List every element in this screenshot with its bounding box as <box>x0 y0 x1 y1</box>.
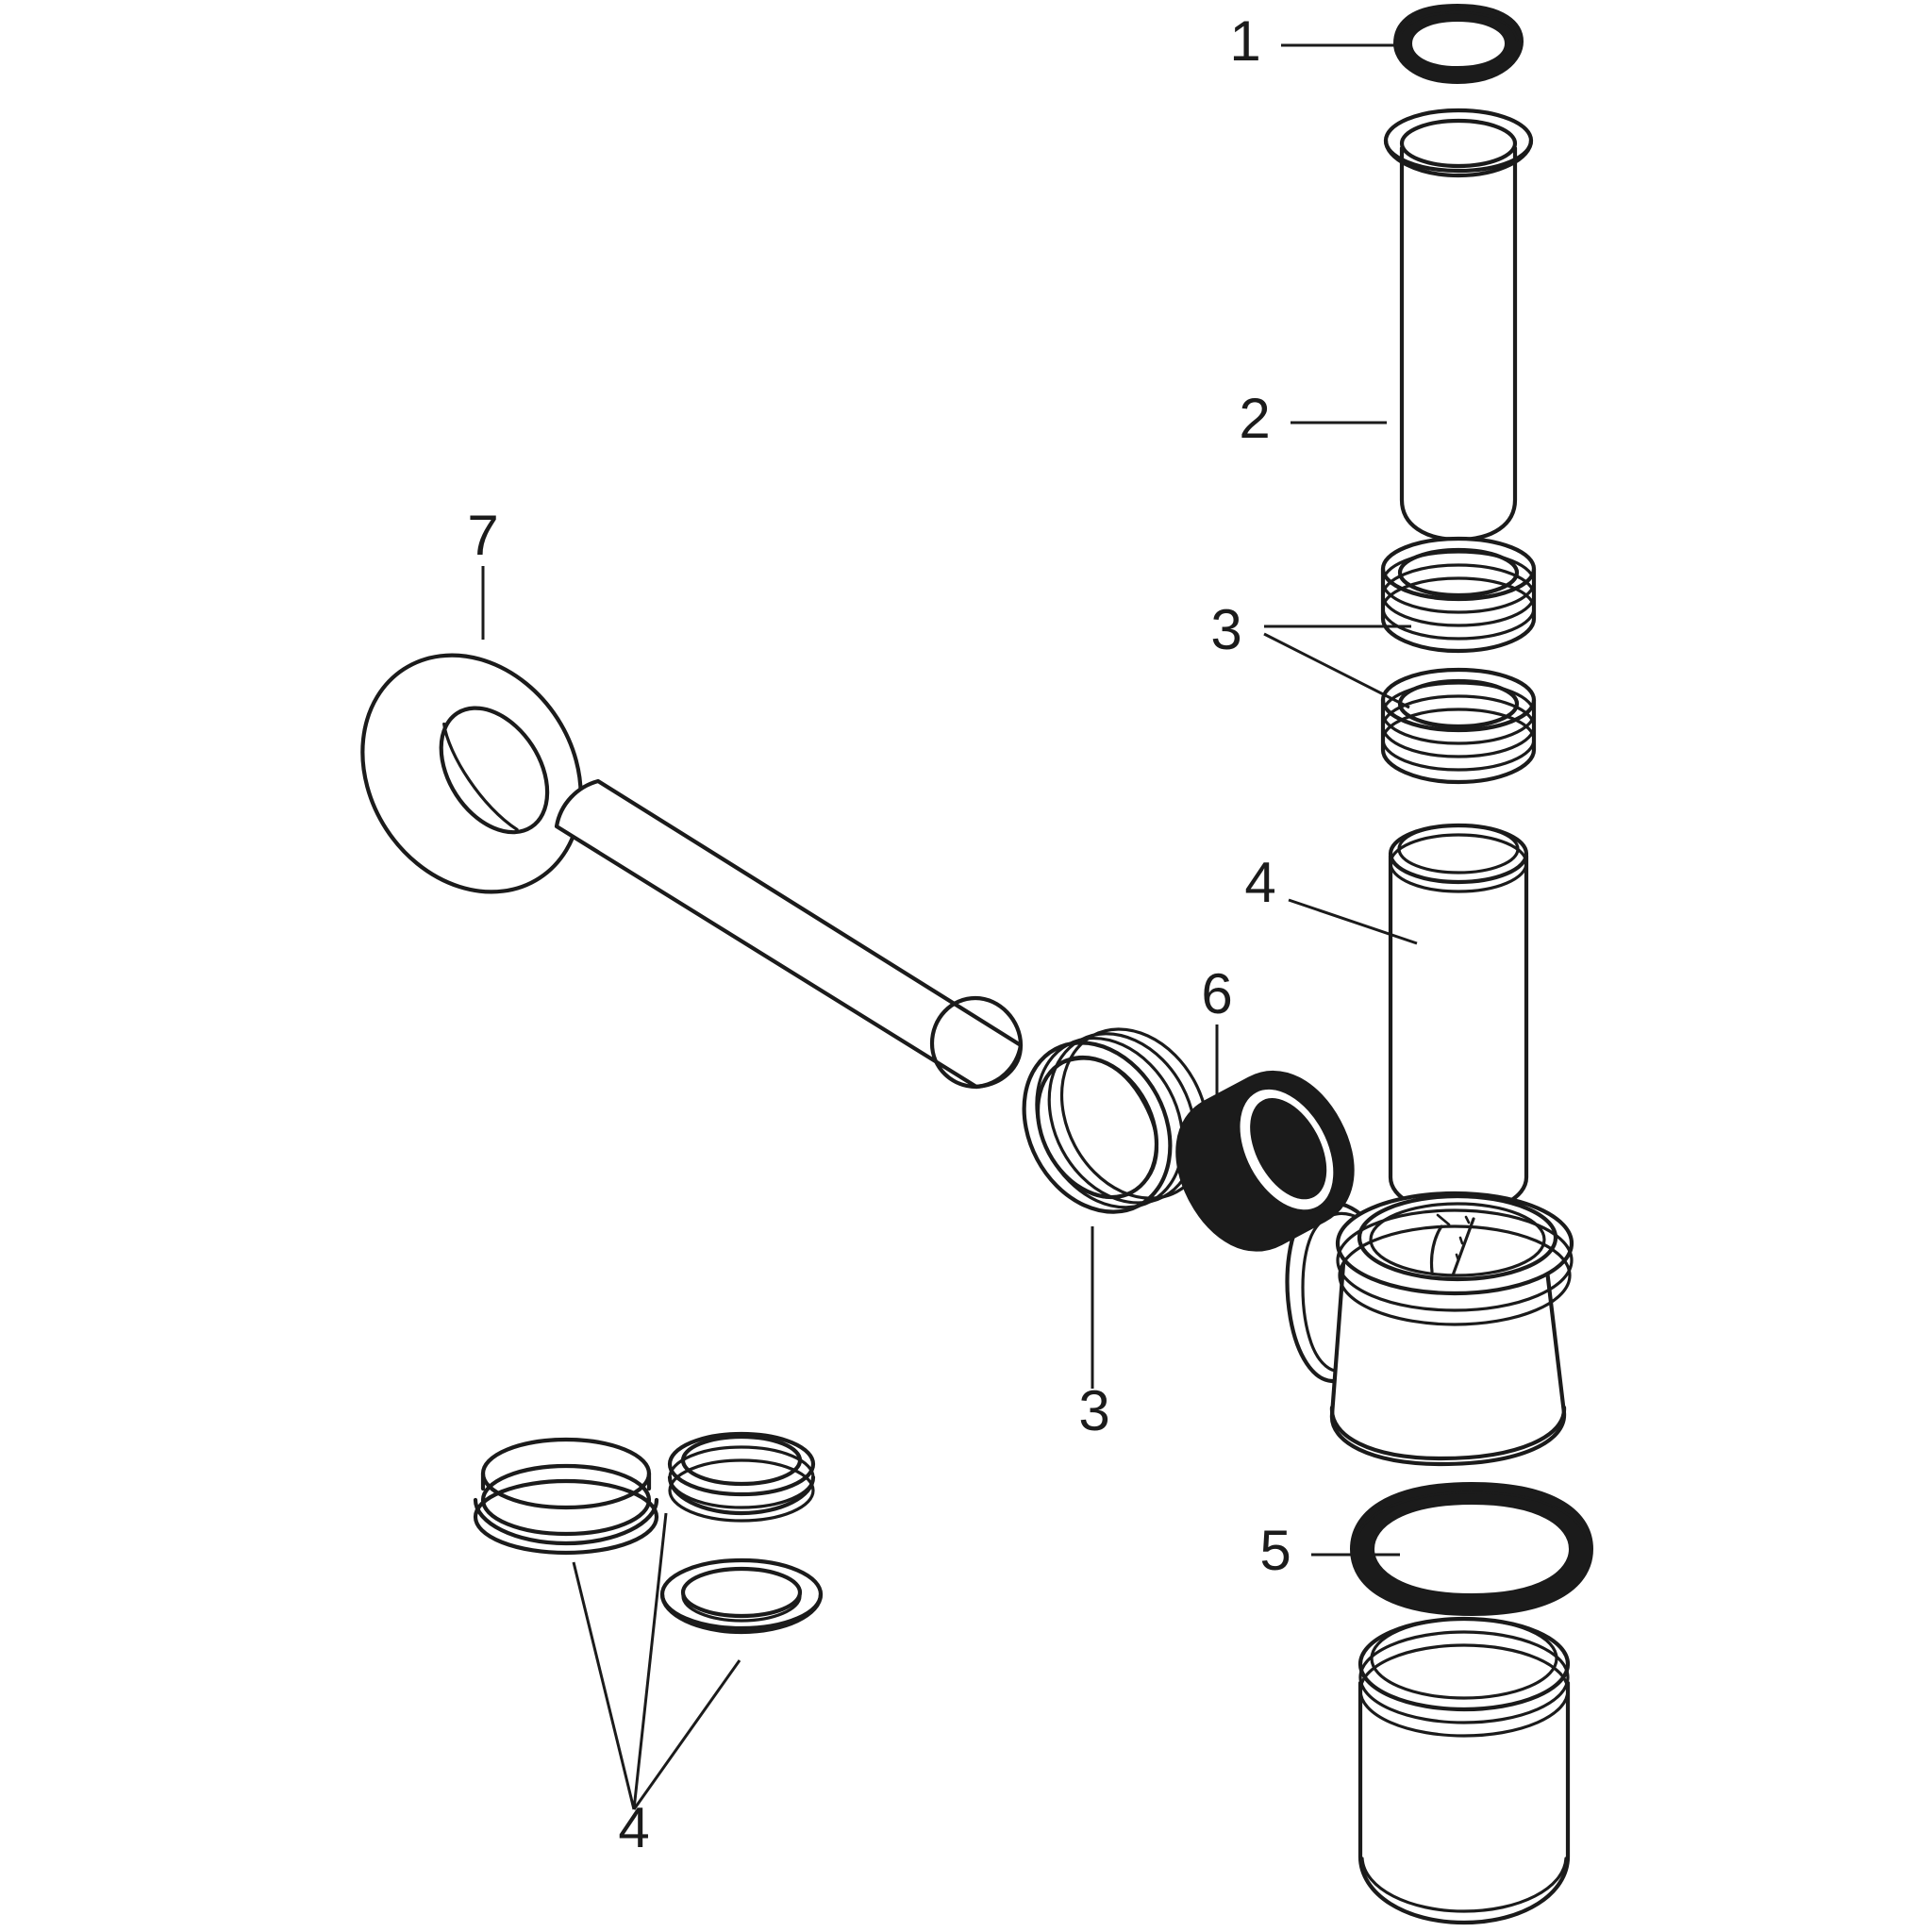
part-o-ring-seal-bowl <box>1349 1481 1594 1617</box>
part-washer-threaded <box>667 1431 816 1523</box>
callout-7: 7 <box>467 504 498 567</box>
part-trap-bowl <box>1357 1616 1571 1925</box>
part-lower-extension-pipe <box>1388 823 1529 1216</box>
part-rubber-gasket-black <box>1175 1070 1355 1252</box>
leader-4b-2 <box>632 1512 668 1810</box>
callout-3-upper: 3 <box>1210 598 1241 661</box>
callout-1: 1 <box>1229 9 1260 73</box>
leader-4a <box>1288 898 1418 945</box>
part-threaded-nut-angled <box>1022 1027 1209 1214</box>
leader-lines <box>481 43 1418 1810</box>
part-threaded-nut-lower <box>1380 667 1537 785</box>
part-wall-outlet-tube <box>554 778 1024 1090</box>
leader-4b-3 <box>632 1659 741 1810</box>
callout-numbers: 1 2 3 4 6 3 5 7 4 <box>467 9 1291 1859</box>
callout-6: 6 <box>1201 962 1232 1025</box>
part-threaded-nut-upper <box>1380 536 1537 654</box>
part-washer-stepped <box>473 1437 659 1556</box>
callout-4-pipe: 4 <box>1244 851 1275 914</box>
part-wall-escutcheon-flange <box>360 653 583 894</box>
callout-4-washers: 4 <box>618 1796 649 1859</box>
callout-5: 5 <box>1259 1519 1291 1582</box>
part-upper-extension-pipe <box>1383 108 1534 542</box>
part-trap-body <box>1285 1191 1574 1467</box>
part-washer-flat <box>659 1557 824 1635</box>
part-o-ring-seal-top <box>1392 3 1524 85</box>
callout-2: 2 <box>1239 387 1270 450</box>
callout-3-angled: 3 <box>1078 1379 1109 1442</box>
leader-4b-1 <box>572 1561 636 1810</box>
leader-3a-lower <box>1263 632 1410 709</box>
